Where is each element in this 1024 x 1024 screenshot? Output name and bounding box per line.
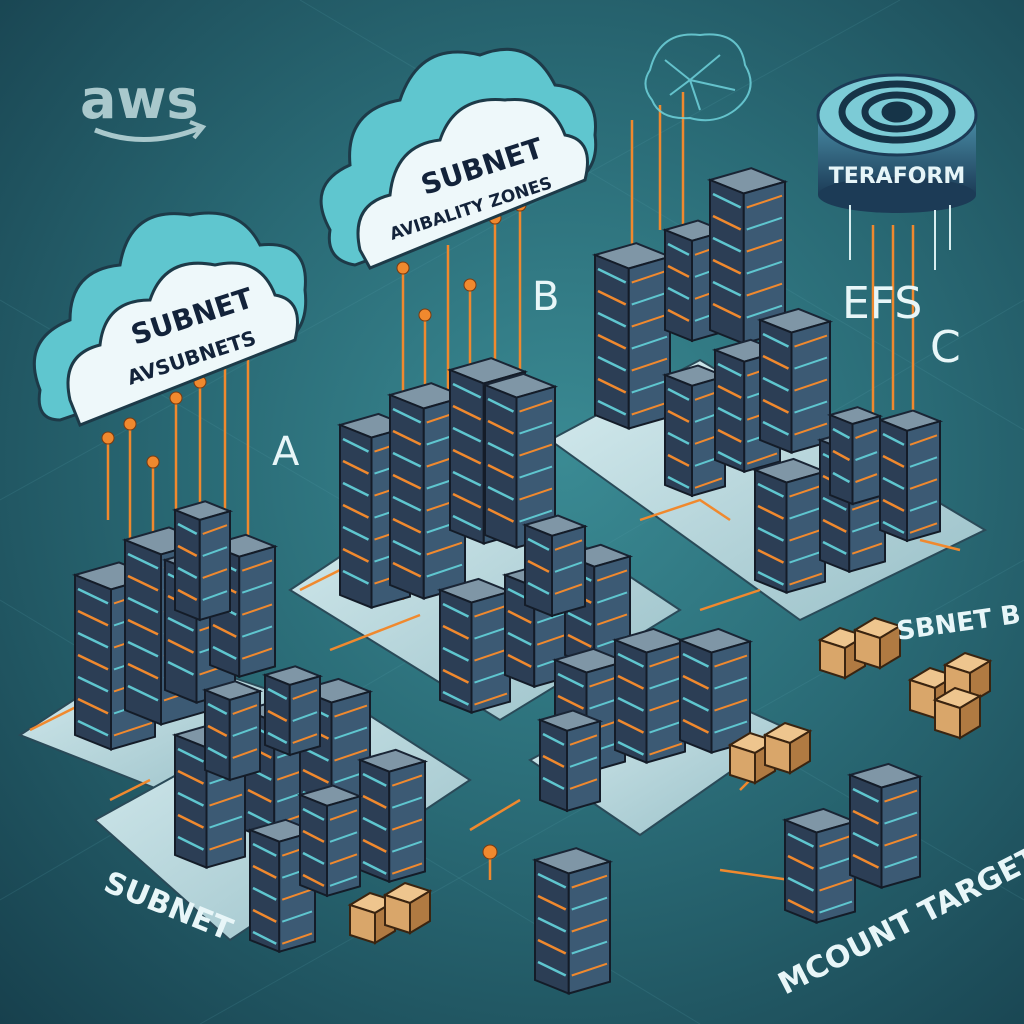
aws-smile-icon <box>94 125 201 143</box>
storage-crate <box>382 881 433 935</box>
server-rack <box>781 807 859 925</box>
server-rack <box>826 406 884 506</box>
server-rack <box>756 307 834 455</box>
server-rack <box>876 409 944 543</box>
server-rack <box>356 748 429 884</box>
zone-b-label: B <box>532 274 559 320</box>
server-rack <box>751 457 829 595</box>
server-rack <box>436 577 514 715</box>
terraform-label: TERAFORM <box>829 164 966 189</box>
subnet-b-label: SBNET B <box>895 600 1023 647</box>
server-rack <box>481 372 559 550</box>
server-rack <box>171 500 234 622</box>
storage-crate <box>932 686 983 740</box>
cloud-subnets: SUBNET AVSUBNETS <box>32 211 308 427</box>
aws-logo-text: aws <box>80 68 198 131</box>
storage-crates <box>347 616 993 945</box>
storage-crate <box>852 616 903 670</box>
server-rack <box>611 627 689 765</box>
storage-crate <box>762 721 813 775</box>
server-rack <box>261 665 324 757</box>
server-rack <box>591 242 674 430</box>
server-rack <box>521 514 589 618</box>
efs-label: EFS <box>842 278 922 329</box>
network-brain-icon <box>644 33 752 122</box>
terraform-module: TERAFORM <box>816 73 978 270</box>
server-racks <box>71 167 944 995</box>
server-rack <box>201 680 264 782</box>
server-rack <box>676 627 754 755</box>
aws-logo: aws <box>80 68 207 143</box>
server-rack <box>536 709 604 813</box>
zone-a-label: A <box>272 429 300 475</box>
server-rack <box>846 762 924 890</box>
server-rack <box>296 784 364 898</box>
server-rack <box>706 167 789 345</box>
server-rack <box>531 847 614 995</box>
zone-c-label: C <box>930 322 961 373</box>
cloud-availability-zones: SUBNET AVIBALITY ZONES <box>319 47 598 270</box>
target-icon <box>838 80 956 144</box>
